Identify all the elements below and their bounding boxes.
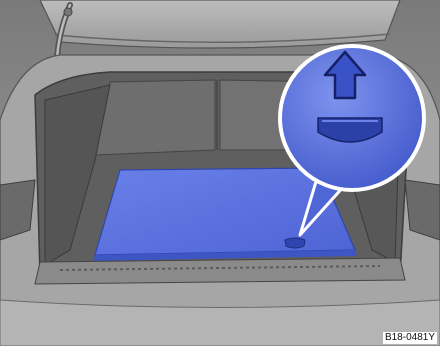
figure-code: B18-0481Y <box>383 332 437 344</box>
trunk-lid <box>40 0 400 48</box>
trunk-sill <box>35 258 405 284</box>
strut-bolt <box>64 8 72 16</box>
floor-handle-icon <box>285 238 305 248</box>
rear-seat-back-left <box>95 80 215 155</box>
